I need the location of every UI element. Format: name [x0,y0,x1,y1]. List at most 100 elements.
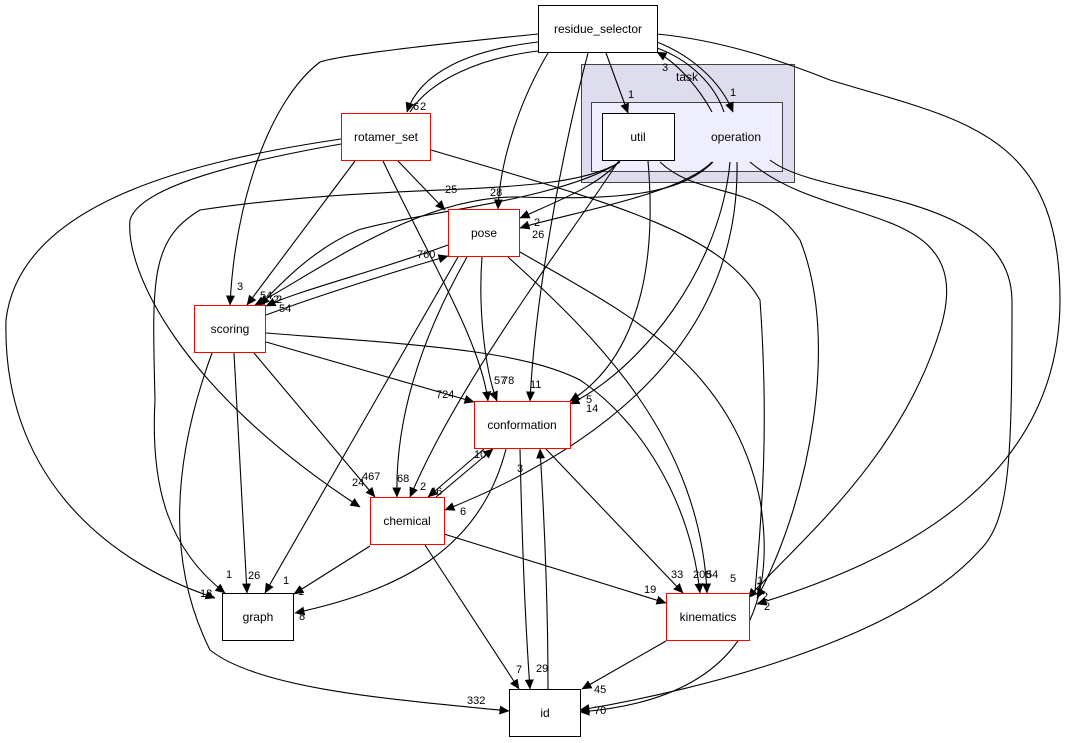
edge-label: 3 [237,281,243,293]
edge-label: 1 [757,575,763,587]
edge-util-scoring [259,161,621,306]
edge-label: 1 [283,575,289,587]
edge-conformation-kinematics [545,448,684,594]
edge-scoring-pose [265,254,449,316]
edge-label: 3 [662,62,668,74]
edge-scoring-id [179,352,510,715]
edge-util-kinematics [659,161,819,599]
edge-util-graph [153,161,621,594]
edge-label: 5 [730,573,736,585]
edge-label: 78 [502,375,514,387]
edge-pose-id [519,251,765,716]
edge-label: 29 [536,663,548,675]
edge-rotamer_set-scoring [246,160,356,306]
edge-label: 6 [460,506,466,518]
edge-label: 1 [226,569,232,581]
edge-label: 33 [671,569,683,581]
node-kinematics[interactable]: kinematics [666,593,750,641]
node-id[interactable]: id [509,689,581,737]
node-id-label: id [540,706,549,720]
edge-operation-kinematics [747,161,948,599]
edge-scoring-conformation [265,341,475,404]
edge-label: 8 [299,611,305,623]
edge-chemical-id [424,544,520,690]
node-residue_selector[interactable]: residue_selector [538,5,658,53]
edge-label: 332 [467,695,485,707]
node-operation-label: operation [711,130,761,144]
edge-label: 7 [516,664,522,676]
node-graph[interactable]: graph [222,593,294,641]
edge-pose-conformation [480,256,498,402]
edge-residue_selector-operation [656,41,734,113]
edge-residue_selector-operation-b [656,47,725,113]
edge-label: 5 [586,394,592,406]
node-chemical[interactable]: chemical [370,497,445,545]
edge-labels-group: 2 1 1 28 3 11 2 3 6 26 2 5 6 1 70 2 2 14… [200,62,770,717]
node-conformation-label: conformation [487,418,556,432]
edge-rotamer_set-pose [397,160,446,211]
edge-chemical-conformation [435,448,494,498]
edge-label: 24 [352,477,364,489]
edge-rotamer_set-chemical [129,143,361,508]
node-scoring-label: scoring [211,322,250,336]
node-pose[interactable]: pose [448,209,520,257]
edge-label: 1 [628,89,634,101]
edge-residue_selector-rotamer_set [405,41,539,113]
edge-residue_selector-pose [493,52,549,210]
edge-label: 28 [490,187,502,199]
edge-kinematics-id [581,640,667,690]
edge-residue_selector-util [605,52,629,114]
edge-label: 2 [276,294,282,306]
edge-operation-residue_selector [656,51,713,113]
node-util[interactable]: util [602,113,675,161]
edges-group [5,33,1061,716]
node-conformation[interactable]: conformation [474,401,571,449]
edge-pose-kinematics [507,256,712,594]
edge-operation-conformation [569,161,731,405]
edge-label: 208 [693,569,711,581]
edge-label: 1 [298,586,304,598]
edge-label: 11 [530,379,541,391]
edge-label: 10 [474,449,486,461]
edge-util-pose [519,159,621,219]
edge-rotamer_set-conformation [382,160,492,402]
edge-label: 1 [756,581,762,593]
edge-label: 2 [273,294,279,306]
edge-residue_selector-conformation [525,52,589,402]
edge-label: 57 [494,375,506,387]
edge-scoring-graph [233,352,251,594]
edge-label: 54 [260,290,272,302]
edge-operation-pose [519,161,713,230]
edge-label: 2 [534,217,540,229]
edge-conformation-id [519,448,534,690]
edge-label: 45 [594,684,606,696]
edge-label: 760 [417,249,435,261]
edge-pose-graph [264,256,459,594]
edge-residue_selector-scoring [225,33,539,306]
edge-label: 2 [420,101,426,113]
edge-label: 26 [248,570,260,582]
edge-label: 68 [397,473,409,485]
node-rotamer_set[interactable]: rotamer_set [341,113,431,161]
edge-id-conformation [536,448,549,690]
edge-chemical-graph [293,545,371,595]
edge-label: 54 [279,303,291,315]
node-graph-label: graph [243,610,274,624]
edge-rotamer_set-kinematics [430,149,765,593]
edge-util-chemical [409,161,619,498]
edge-residue_selector-kinematics [656,33,1061,606]
node-chemical-label: chemical [383,514,430,528]
edge-label: 46 [430,486,442,498]
edge-label: 1 [730,87,736,99]
node-scoring[interactable]: scoring [194,305,266,353]
edge-label: 6 [413,101,419,113]
edge-label: 13 [200,588,212,600]
edge-residue_selector-rotamer_set-2 [409,50,539,113]
edge-label: 70 [594,705,606,717]
node-pose-label: pose [471,226,497,240]
edge-label: 26 [532,229,544,241]
edge-scoring-kinematics [265,332,704,594]
edge-label: 467 [362,471,380,483]
edge-chemical-kinematics [443,533,667,605]
